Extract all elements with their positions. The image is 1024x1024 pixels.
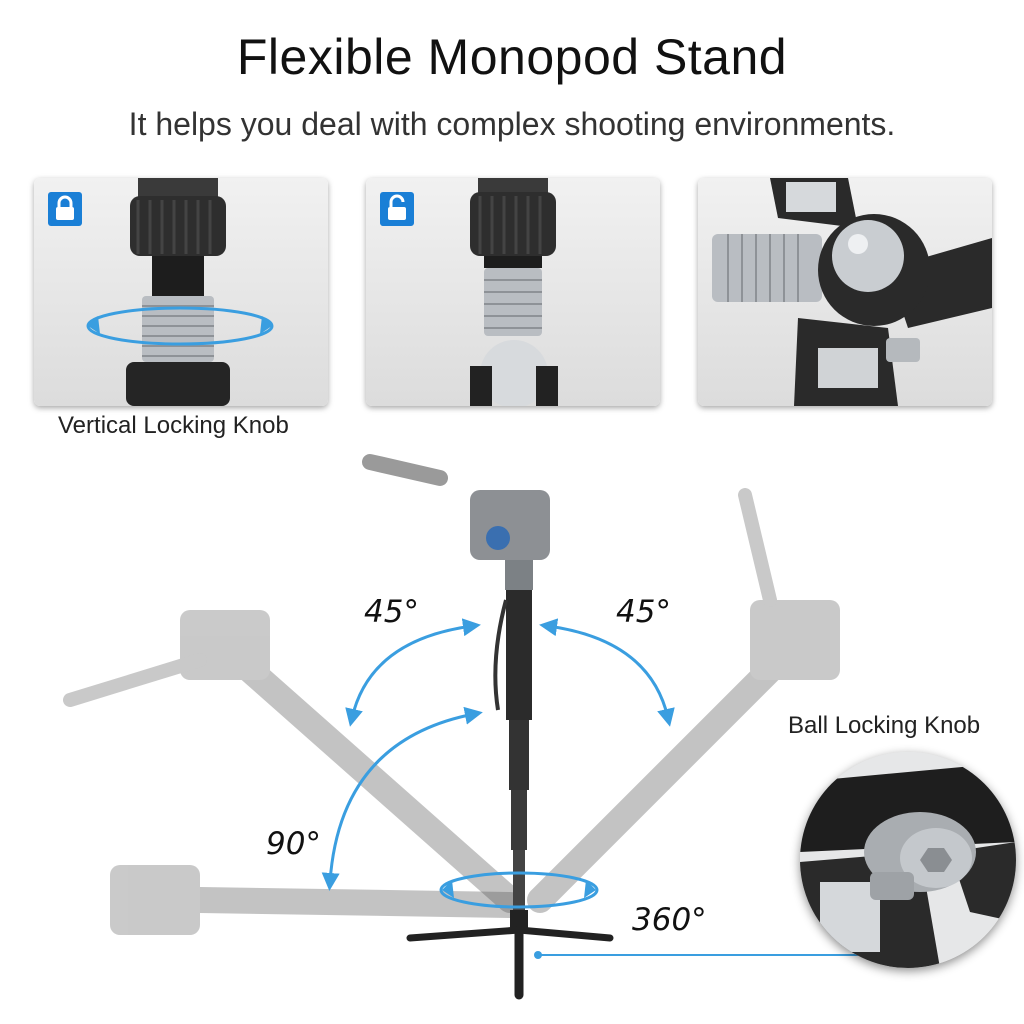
down-tilt-arc [321, 706, 483, 891]
ball-joint-photo [712, 178, 992, 406]
main-pole [362, 454, 614, 1000]
vertical-knob-caption: Vertical Locking Knob [58, 412, 289, 439]
angle-label-right: 45° [616, 594, 671, 630]
panel-locked-knob [34, 178, 328, 406]
panel-unlocked-knob [366, 178, 660, 406]
page-title: Flexible Monopod Stand [236, 29, 788, 85]
angle-label-rotation: 360° [632, 902, 707, 938]
lock-closed-icon [48, 192, 82, 226]
unlocked-knob-photo [470, 178, 558, 406]
angle-label-down: 90° [266, 826, 321, 862]
angle-label-left: 45° [364, 594, 419, 630]
right-tilt-arc [539, 618, 675, 727]
ball-knob-photo [800, 752, 1016, 968]
ghost-pole-right [527, 488, 840, 913]
panel-ball-joint [698, 178, 992, 406]
rotation-ellipse [439, 871, 599, 909]
locked-knob-photo [86, 178, 274, 406]
ghost-pole-horizontal [110, 865, 523, 935]
left-tilt-arc [345, 618, 481, 727]
ball-knob-caption: Ball Locking Knob [788, 712, 981, 739]
page-subtitle: It helps you deal with complex shooting … [128, 106, 896, 142]
lock-open-icon [380, 192, 414, 226]
ball-knob-zoom [800, 752, 1016, 968]
